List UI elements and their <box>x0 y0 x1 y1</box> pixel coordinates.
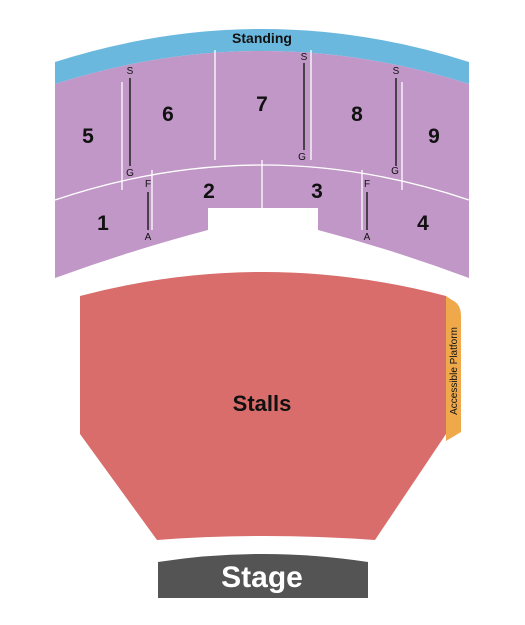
section-1-label: 1 <box>97 212 109 235</box>
section-6[interactable] <box>135 55 213 170</box>
section-9-label: 9 <box>428 125 440 148</box>
row-marker-s1-back: F <box>145 179 151 190</box>
standing-label: Standing <box>232 30 292 46</box>
row-marker-s8-front: G <box>391 166 399 177</box>
section-6-label: 6 <box>162 103 174 126</box>
row-marker-s1-front: A <box>145 232 152 243</box>
row-marker-s4-front: A <box>364 232 371 243</box>
row-marker-s8-back: S <box>393 66 400 77</box>
row-marker-s4-back: F <box>364 179 370 190</box>
section-7-label: 7 <box>256 93 268 116</box>
stage-label: Stage <box>221 561 303 594</box>
section-3-label: 3 <box>311 180 323 203</box>
section-5-label: 5 <box>82 125 94 148</box>
row-marker-s7-back: S <box>301 52 308 63</box>
row-markers <box>129 63 397 230</box>
accessible-platform[interactable] <box>446 296 461 441</box>
balcony-lower <box>55 165 469 278</box>
stalls-label: Stalls <box>233 391 292 416</box>
stalls-area[interactable] <box>80 272 446 540</box>
section-4-label: 4 <box>417 212 429 235</box>
stage <box>158 554 368 598</box>
standing-area[interactable] <box>55 29 469 84</box>
row-marker-s6-front: G <box>126 168 134 179</box>
balcony-upper <box>55 51 469 200</box>
section-2-label: 2 <box>203 180 215 203</box>
row-marker-s7-front: G <box>298 152 306 163</box>
row-marker-s6-back: S <box>127 66 134 77</box>
accessible-platform-label: Accessible Platform <box>449 327 460 415</box>
section-8-label: 8 <box>351 103 363 126</box>
section-dividers <box>54 50 470 230</box>
